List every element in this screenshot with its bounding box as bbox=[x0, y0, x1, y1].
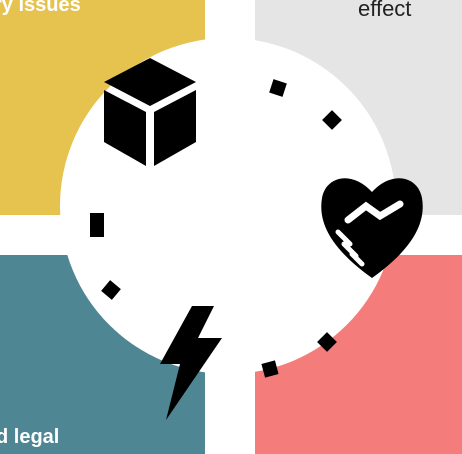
bottom-left-label: d legal bbox=[0, 426, 60, 448]
top-left-label: ry issues bbox=[0, 0, 81, 16]
top-right-label: effect bbox=[358, 0, 412, 21]
lightning-bolt-icon bbox=[160, 306, 222, 420]
ring-marker bbox=[317, 332, 337, 352]
ring-marker bbox=[322, 110, 342, 130]
ring-marker bbox=[101, 280, 121, 300]
ring-markers bbox=[90, 79, 342, 378]
ring-marker bbox=[90, 213, 104, 237]
handshake-heart-icon bbox=[321, 178, 423, 278]
ring-marker bbox=[261, 360, 279, 378]
cube-icon bbox=[104, 58, 196, 166]
ring-marker bbox=[269, 79, 287, 97]
